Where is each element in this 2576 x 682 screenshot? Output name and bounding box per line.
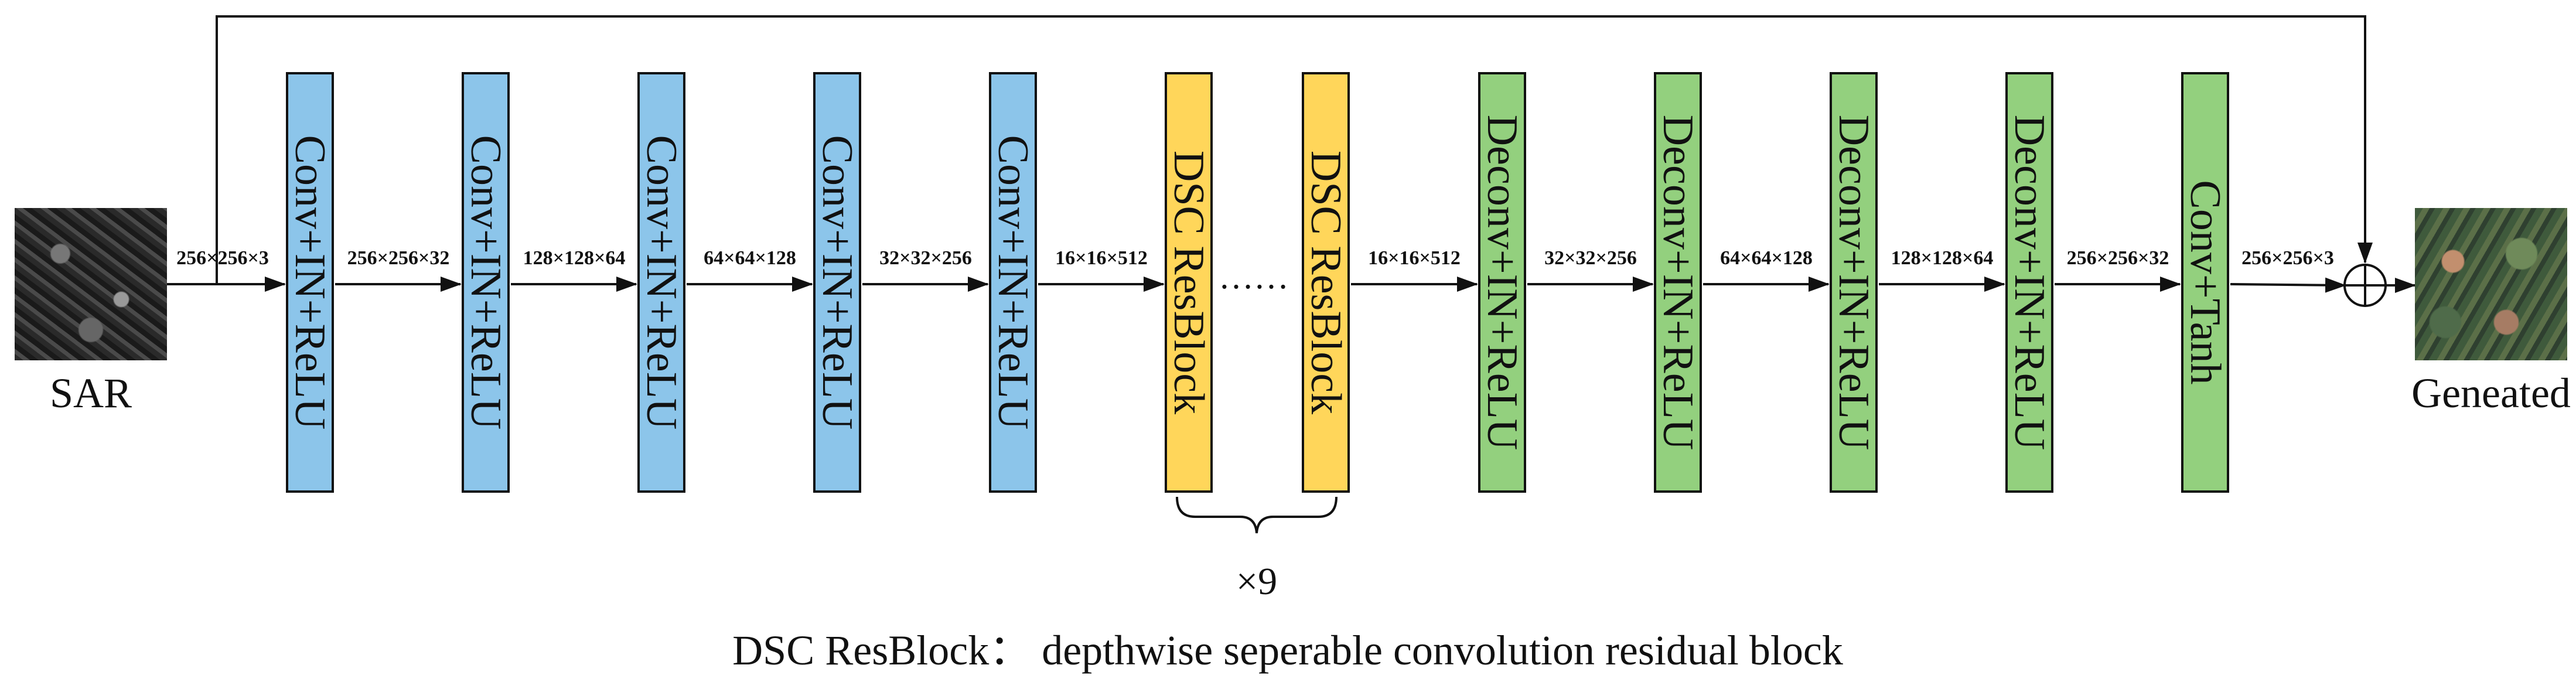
conv-block-4: Conv+IN+ReLU (813, 72, 861, 493)
block-label: DSC ResBlock (1165, 150, 1213, 415)
skip-connection (216, 15, 2373, 284)
sum-node (2343, 264, 2387, 307)
deconv-block-3: Deconv+IN+ReLU (1830, 72, 1878, 493)
dim-label: 256×256×3 (2241, 247, 2334, 269)
dim-label: 32×32×256 (879, 247, 972, 269)
arrow-tanh-to-sum (2230, 277, 2346, 293)
dim-label: 256×256×32 (2066, 247, 2169, 269)
dim-label: 16×16×512 (1368, 247, 1461, 269)
dim-label: 16×16×512 (1055, 247, 1148, 269)
deconv-block-1: Deconv+IN+ReLU (1478, 72, 1526, 493)
conv-block-1: Conv+IN+ReLU (286, 72, 334, 493)
deconv-block-2: Deconv+IN+ReLU (1654, 72, 1702, 493)
sar-image (15, 208, 167, 360)
conv-block-3: Conv+IN+ReLU (637, 72, 685, 493)
dim-label: 256×256×32 (347, 247, 450, 269)
dim-label: 128×128×64 (523, 247, 626, 269)
flow-arrows (166, 277, 2416, 293)
block-label: Deconv+IN+ReLU (1654, 114, 1702, 451)
block-label: Conv+IN+ReLU (637, 135, 685, 430)
conv-block-5: Conv+IN+ReLU (989, 72, 1037, 493)
footnote: DSC ResBlock： depthwise seperable convol… (732, 627, 1843, 674)
ellipsis: …… (1219, 257, 1289, 296)
repeat-brace (1176, 496, 1338, 534)
repeat-label: ×9 (1236, 560, 1278, 603)
dsc-resblock-2: DSC ResBlock (1302, 72, 1350, 493)
block-label: Conv+IN+ReLU (813, 135, 861, 430)
block-label: Deconv+IN+ReLU (2005, 114, 2053, 451)
block-label: Conv+IN+ReLU (989, 135, 1037, 430)
conv-tanh-block: Conv+Tanh (2181, 72, 2229, 493)
block-label: Conv+IN+ReLU (462, 135, 510, 430)
conv-block-2: Conv+IN+ReLU (462, 72, 510, 493)
dim-label: 64×64×128 (1720, 247, 1813, 269)
dsc-resblock-1: DSC ResBlock (1165, 72, 1213, 493)
dim-label: 128×128×64 (1891, 247, 1994, 269)
block-label: Conv+IN+ReLU (286, 135, 334, 430)
generated-image (2415, 208, 2567, 360)
block-label: Deconv+IN+ReLU (1830, 114, 1878, 451)
block-label: Conv+Tanh (2181, 180, 2229, 385)
input-label: SAR (49, 370, 132, 417)
deconv-block-4: Deconv+IN+ReLU (2005, 72, 2053, 493)
block-label: DSC ResBlock (1302, 150, 1350, 415)
dim-label: 32×32×256 (1544, 247, 1637, 269)
dim-label: 256×256×3 (176, 247, 269, 269)
block-label: Deconv+IN+ReLU (1478, 114, 1526, 451)
output-label: Geneated (2411, 370, 2571, 417)
dim-label: 64×64×128 (704, 247, 796, 269)
